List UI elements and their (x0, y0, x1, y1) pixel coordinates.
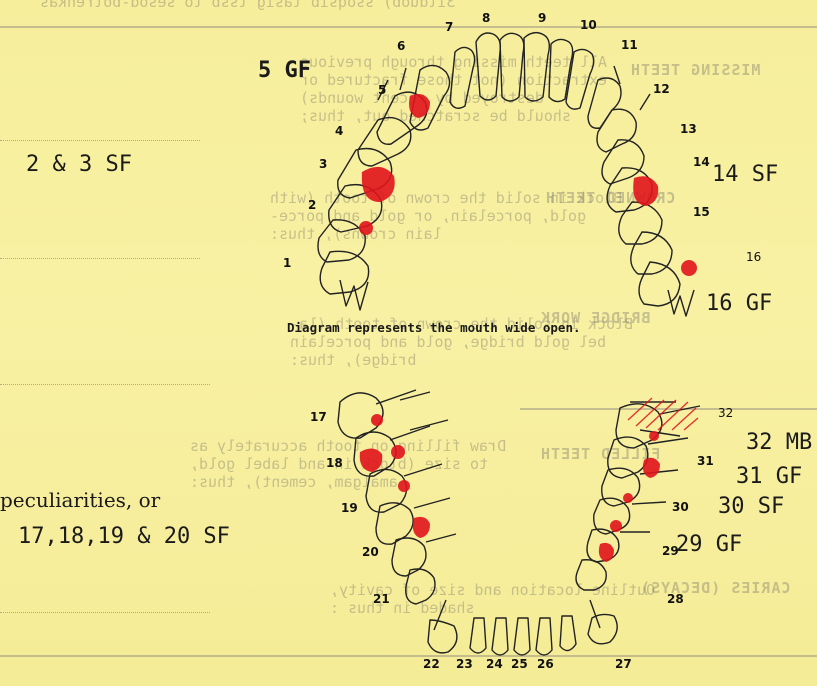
tooth-number-12: 12 (653, 82, 670, 96)
tooth-number-2: 2 (308, 198, 316, 212)
tooth-number-32: 32 (718, 406, 733, 420)
filling-tooth-17 (371, 414, 383, 426)
filling-tooth-31 (643, 458, 660, 478)
tooth-number-26: 26 (537, 657, 554, 671)
tooth-number-9: 9 (538, 11, 546, 25)
tooth-number-16: 16 (746, 250, 761, 264)
tooth-number-7: 7 (445, 20, 453, 34)
tooth-number-1: 1 (283, 256, 291, 270)
annotation-tooth-30: 30 SF (718, 494, 784, 519)
annotation-tooth-29: 29 GF (676, 532, 742, 557)
annotation-tooth-14: 14 SF (712, 162, 778, 187)
filling-tooth-19 (398, 480, 410, 492)
tooth-number-18: 18 (326, 456, 343, 470)
tooth-number-11: 11 (621, 38, 638, 52)
tooth-number-5: 5 (378, 83, 386, 97)
tooth-number-28: 28 (667, 592, 684, 606)
upper-incisors (450, 33, 594, 110)
tooth-number-20: 20 (362, 545, 379, 559)
tooth-number-13: 13 (680, 122, 697, 136)
filling-tooth-18 (360, 448, 383, 472)
filling-tooth-16 (681, 260, 697, 276)
annotation-tooth-32: 32 MB (746, 430, 812, 455)
annotation-teeth-2-3: 2 & 3 SF (26, 152, 132, 177)
filling-tooth-29 (599, 543, 614, 562)
annotation-tooth-5: 5 GF (258, 58, 311, 83)
tooth-number-14: 14 (693, 155, 710, 169)
tooth-number-22: 22 (423, 657, 440, 671)
tooth-number-8: 8 (482, 11, 490, 25)
tooth-number-21: 21 (373, 592, 390, 606)
annotation-teeth-17-20: 17,18,19 & 20 SF (18, 524, 230, 549)
tooth-number-27: 27 (615, 657, 632, 671)
tooth-number-25: 25 (511, 657, 528, 671)
diagram-caption: Diagram represents the mouth wide open. (287, 320, 581, 335)
tooth-number-4: 4 (335, 124, 343, 138)
lower-incisors (428, 600, 617, 655)
tooth-number-31: 31 (697, 454, 714, 468)
filling-tooth-30 (623, 493, 633, 503)
tooth-number-10: 10 (580, 18, 597, 32)
tooth-number-3: 3 (319, 157, 327, 171)
tooth-number-30: 30 (672, 500, 689, 514)
filling-tooth-20 (413, 517, 430, 538)
tooth-number-23: 23 (456, 657, 473, 671)
filling-tooth-3 (362, 167, 395, 202)
tooth-number-6: 6 (397, 39, 405, 53)
annotation-tooth-16: 16 GF (706, 291, 772, 316)
peculiarities-text: peculiarities, or (0, 488, 160, 512)
tooth-number-24: 24 (486, 657, 503, 671)
filling-tooth-14 (633, 176, 658, 206)
annotation-tooth-31: 31 GF (736, 464, 802, 489)
filling-tooth-2 (359, 221, 373, 235)
tooth-number-17: 17 (310, 410, 327, 424)
tooth-number-19: 19 (341, 501, 358, 515)
tooth-number-15: 15 (693, 205, 710, 219)
